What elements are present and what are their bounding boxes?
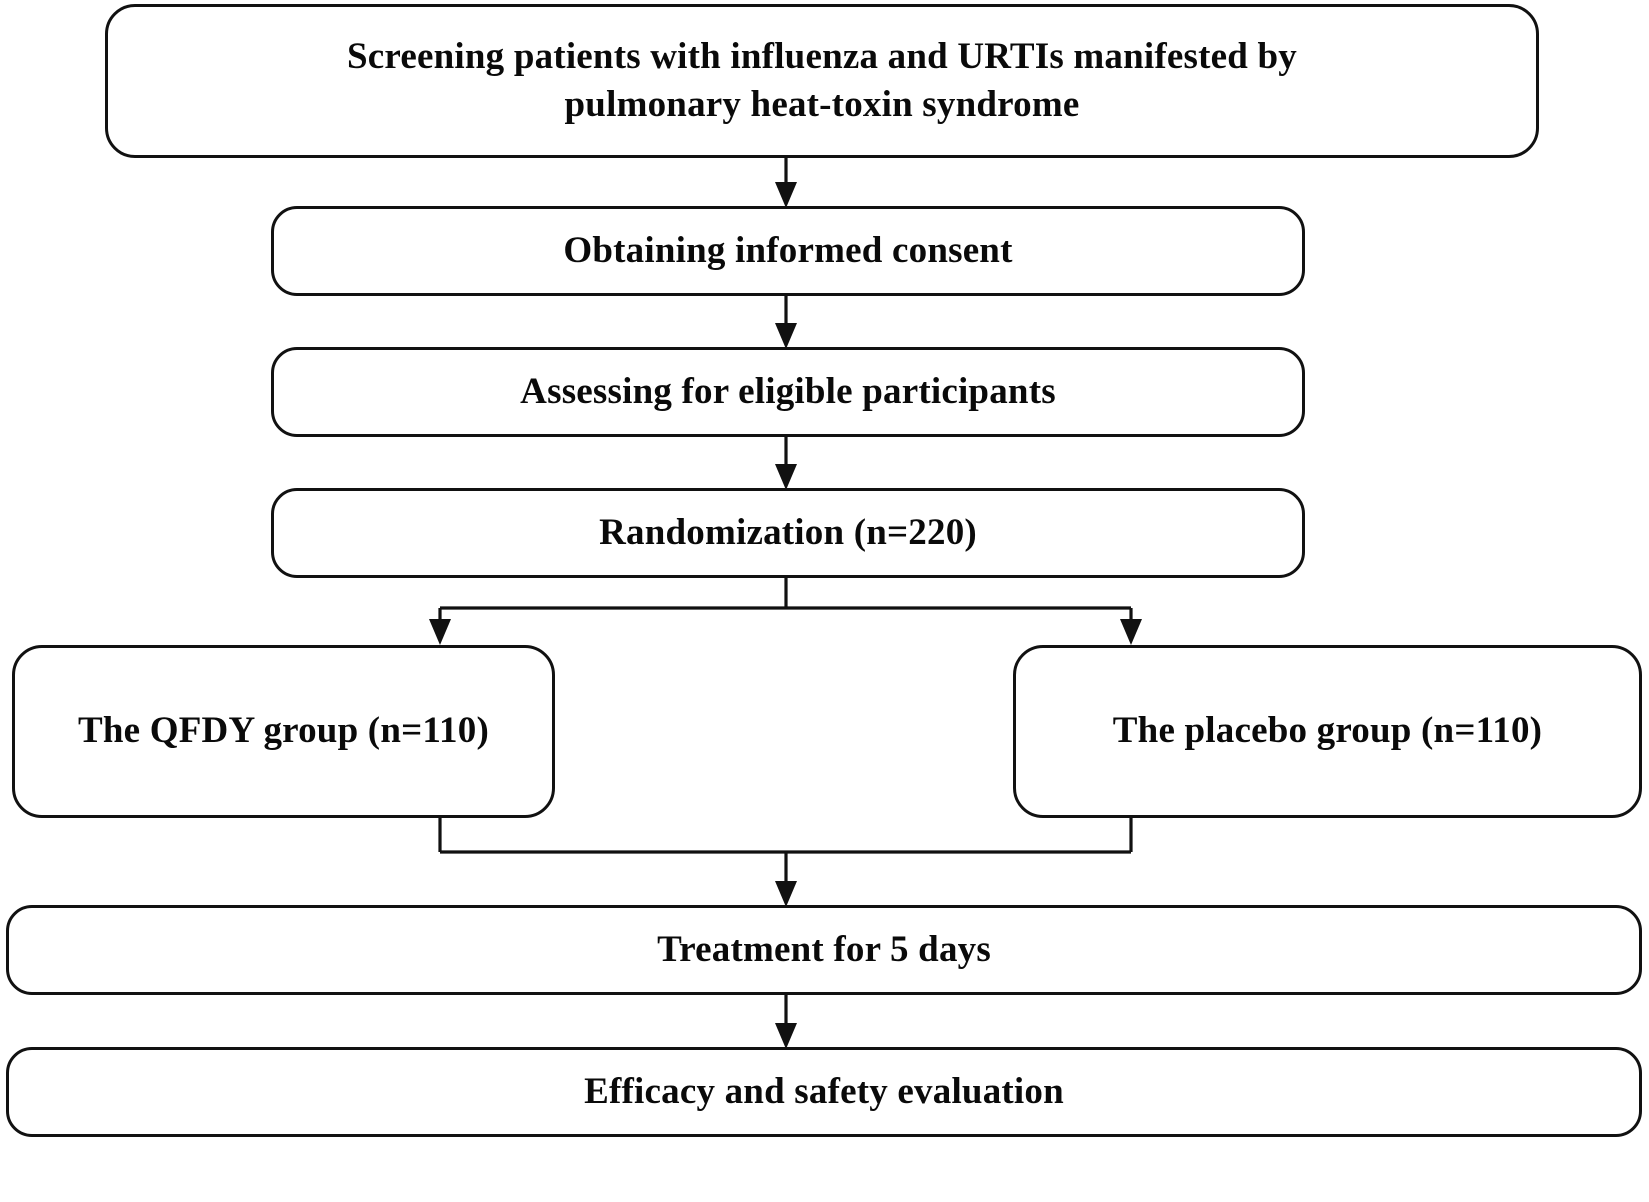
node-assessing-eligible-participants: Assessing for eligible participants (271, 347, 1305, 437)
node-obtaining-informed-consent: Obtaining informed consent (271, 206, 1305, 296)
node-qfdy-group-label: The QFDY group (n=110) (78, 710, 489, 752)
node-treatment-for-5-days: Treatment for 5 days (6, 905, 1642, 995)
connector-screening-to-consent (775, 158, 797, 208)
node-treatment-label: Treatment for 5 days (657, 928, 991, 970)
connector-groups-merge-to-treatment (438, 818, 1133, 907)
connector-consent-to-assessing (775, 296, 797, 349)
connector-randomization-split (429, 578, 1142, 645)
node-screening: Screening patients with influenza and UR… (105, 4, 1539, 158)
node-randomization-label: Randomization (n=220) (599, 511, 977, 553)
node-qfdy-group: The QFDY group (n=110) (12, 645, 555, 818)
node-assessing-label: Assessing for eligible participants (520, 370, 1056, 412)
connector-treatment-to-efficacy (775, 995, 797, 1049)
node-placebo-group: The placebo group (n=110) (1013, 645, 1642, 818)
node-efficacy-and-safety-evaluation: Efficacy and safety evaluation (6, 1047, 1642, 1137)
node-efficacy-label: Efficacy and safety evaluation (584, 1070, 1064, 1112)
node-consent-label: Obtaining informed consent (563, 229, 1013, 271)
node-screening-label: Screening patients with influenza and UR… (347, 35, 1297, 125)
node-placebo-group-label: The placebo group (n=110) (1112, 710, 1543, 752)
node-randomization: Randomization (n=220) (271, 488, 1305, 578)
connector-assessing-to-randomization (775, 437, 797, 490)
